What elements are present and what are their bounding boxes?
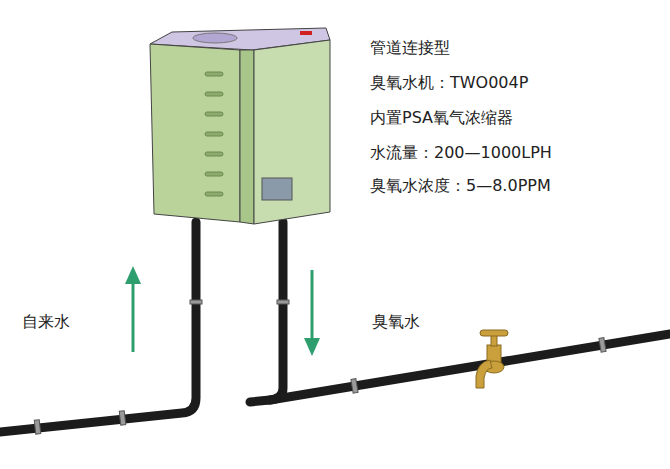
spec-text: 水流量：200—1000LPH	[370, 143, 552, 163]
faucet	[476, 330, 508, 388]
spec-text: 臭氧水机：TWO004P	[370, 73, 528, 93]
spec-heading: 管道连接型	[370, 38, 450, 58]
water-pipes	[0, 222, 670, 432]
spec-text: 内置PSA氧气浓缩器	[370, 108, 513, 128]
spec-text: 臭氧水浓度：5—8.0PPM	[370, 176, 551, 196]
ozone-machine	[150, 28, 330, 224]
pipe-clamps	[34, 300, 606, 434]
flow-arrows	[125, 266, 320, 356]
outlet-label: 臭氧水	[372, 312, 420, 332]
inlet-label: 自来水	[22, 312, 70, 332]
